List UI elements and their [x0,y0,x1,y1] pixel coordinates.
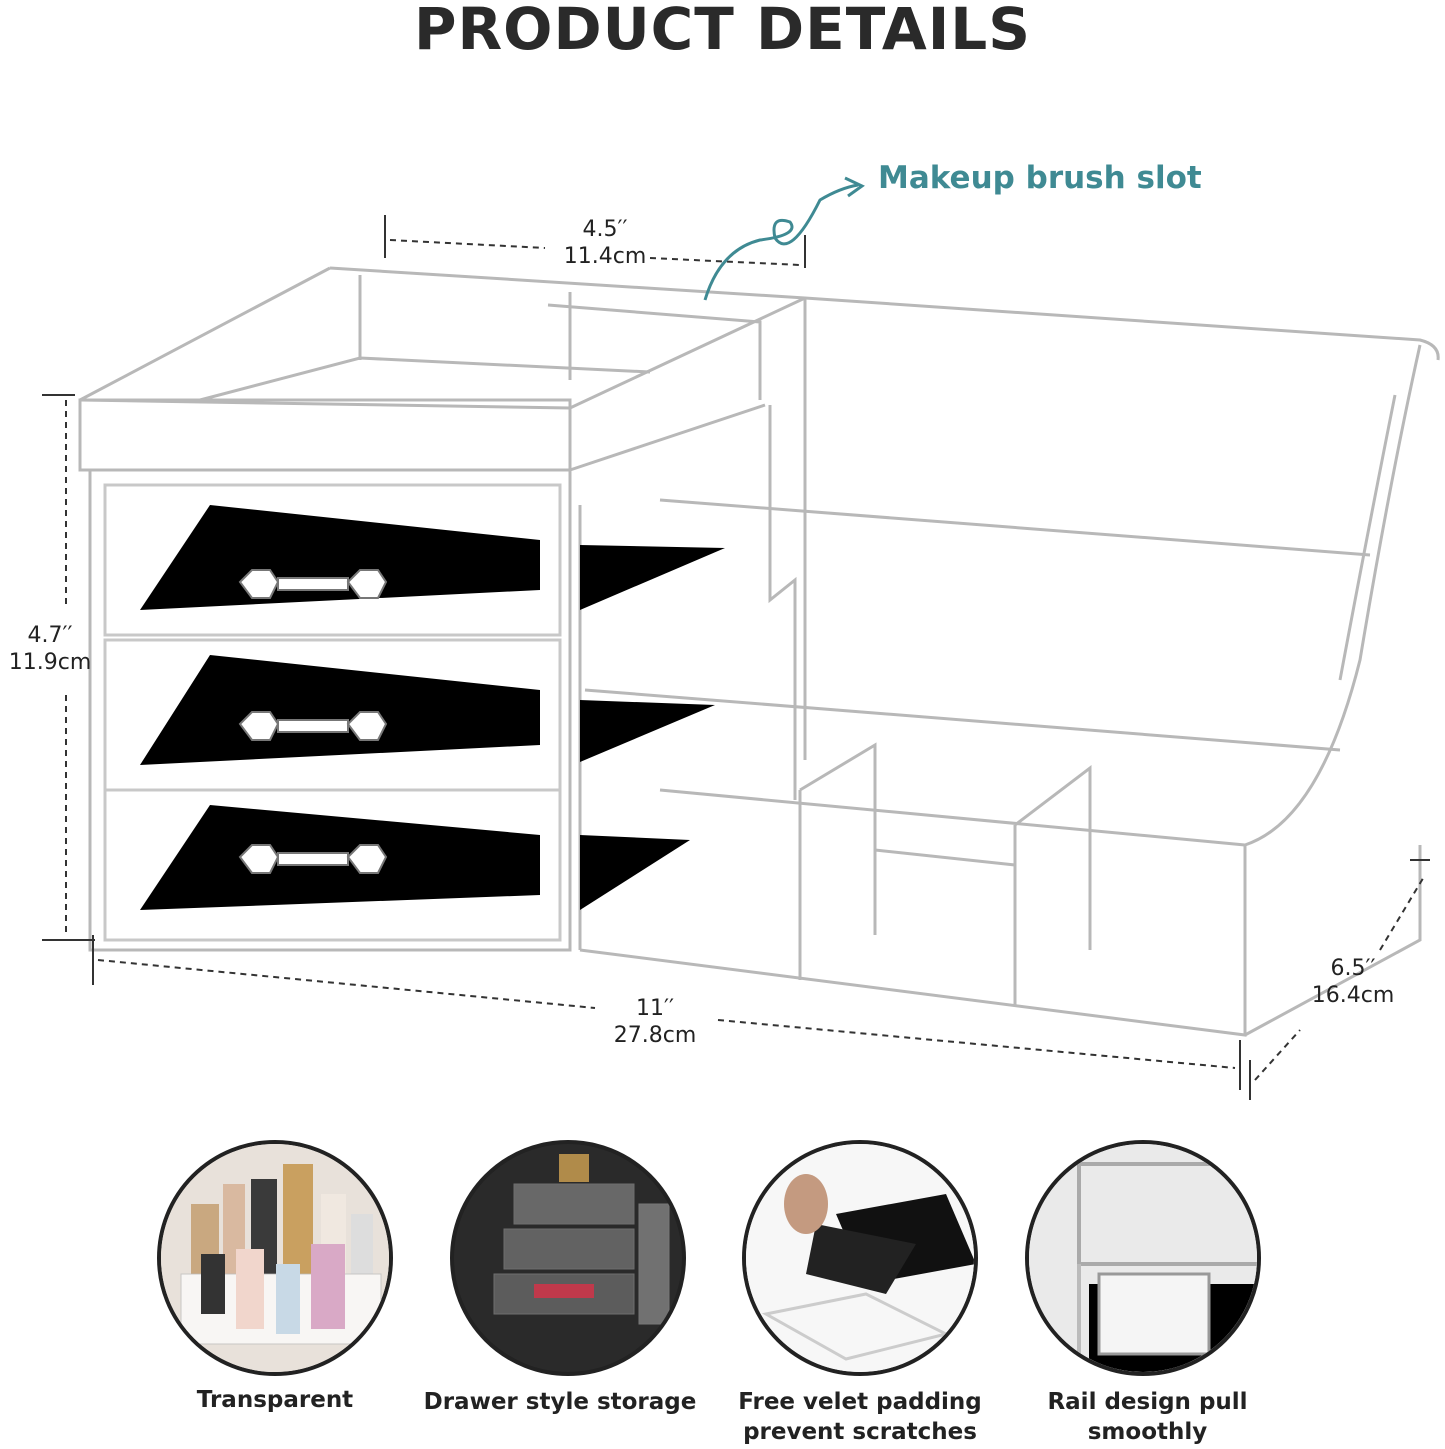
feature-caption-rail-design: Rail design pull smoothly [1047,1389,1248,1445]
dim-depth-inch: 6.5′′ [1330,956,1376,981]
drawer-handle-icon [238,844,388,874]
callout-arrow-icon [703,176,865,301]
dim-height-inch: 4.7′′ [27,623,73,648]
dim-top-inch: 4.5′′ [582,217,628,242]
dim-height: 4.7′′ 11.9cm [0,622,100,676]
drawer-1[interactable] [103,483,562,637]
drawer-2[interactable] [103,638,562,792]
drawer-3[interactable] [103,788,562,942]
curved-back [1244,344,1422,847]
drawer-handle-icon [238,569,388,599]
dim-height-line [42,394,95,941]
dim-depth-line [1249,859,1430,1100]
dim-top-width: 4.5′′ 11.4cm [545,216,665,270]
dim-length-cm: 27.8cm [613,1023,697,1048]
feature-caption-transparent: Transparent [196,1387,354,1413]
page-title: PRODUCT DETAILS [413,0,1032,63]
back-top-edge [329,266,1440,361]
dim-length: 11′′ 27.8cm [595,995,715,1049]
dim-depth-cm: 16.4cm [1311,983,1395,1008]
feature-image-velvet-padding [742,1140,978,1376]
dim-length-inch: 11′′ [636,996,674,1021]
dim-top-cm: 11.4cm [563,244,647,269]
dim-height-cm: 11.9cm [8,650,92,675]
front-top-edge [79,296,806,410]
feature-caption-velvet-padding: Free velet padding prevent scratches [738,1389,982,1445]
dim-length-line [92,935,1241,1090]
drawer-handle-icon [238,711,388,741]
organizer-diagram [42,176,1440,1100]
dim-top-line [384,215,806,268]
left-top-edge [79,266,331,402]
makeup-brush-slot-callout: Makeup brush slot [878,160,1202,196]
feature-caption-drawer-style: Drawer style storage [423,1389,697,1415]
feature-image-rail-design [1025,1140,1261,1376]
feature-image-drawer-style [450,1140,686,1376]
feature-image-transparent [157,1140,393,1376]
dim-depth: 6.5′′ 16.4cm [1298,955,1408,1009]
